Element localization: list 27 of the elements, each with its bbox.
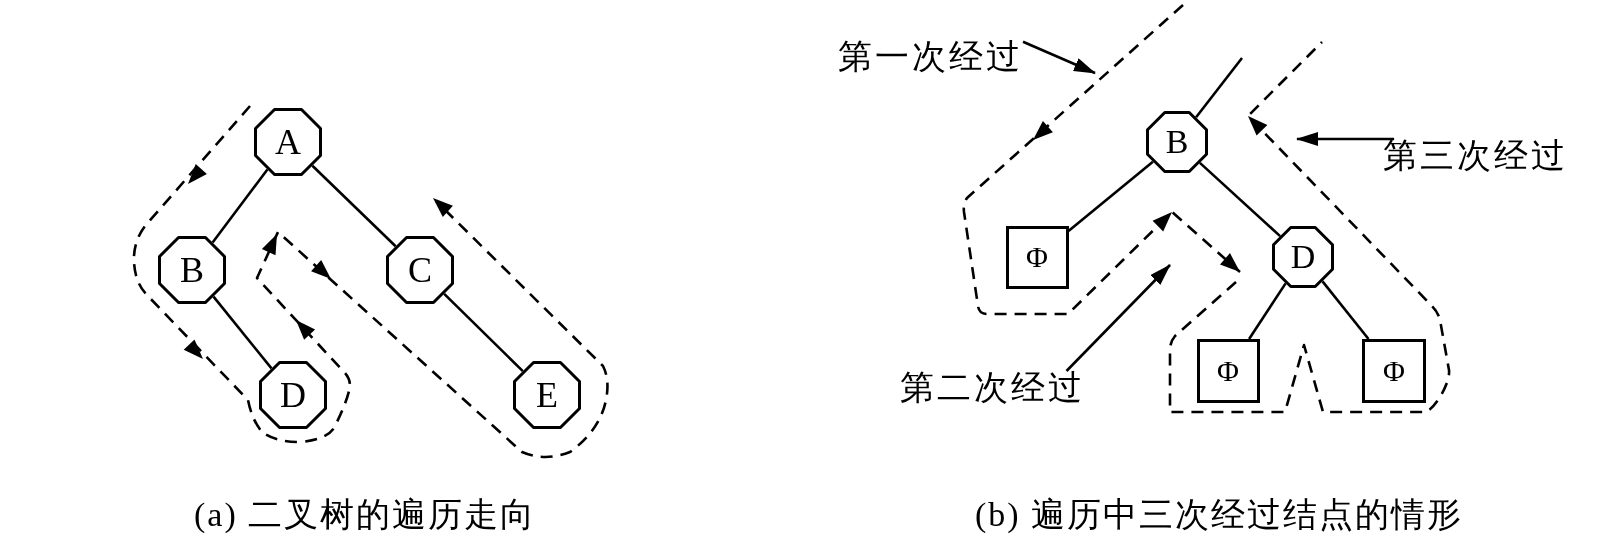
tree-node: D	[259, 361, 327, 429]
tree-node: D	[1272, 226, 1334, 288]
callout-label: 第一次经过	[838, 40, 1023, 74]
tree-node: C	[386, 236, 454, 304]
tree-edge	[1195, 57, 1244, 119]
leader-arrow	[1296, 132, 1395, 146]
leader-arrow	[1022, 40, 1096, 75]
tree-node: A	[254, 108, 322, 176]
tree-edge	[1321, 280, 1370, 340]
tree-edge	[1067, 160, 1154, 233]
callout-label: 第三次经过	[1383, 139, 1568, 173]
tree-edge	[1199, 161, 1281, 238]
tree-edge	[443, 292, 524, 373]
tree-edge	[212, 295, 273, 370]
caption: (a) 二叉树的遍历走向	[194, 498, 537, 532]
tree-node: E	[513, 361, 581, 429]
tree-edge	[1248, 282, 1287, 340]
leader-arrow	[1065, 264, 1171, 372]
tree-edge	[311, 164, 397, 248]
caption: (b) 遍历中三次经过结点的情形	[975, 498, 1464, 532]
empty-leaf-box: Φ	[1362, 339, 1426, 403]
empty-leaf-box: Φ	[1196, 339, 1260, 403]
callout-label: 第二次经过	[900, 371, 1085, 405]
empty-leaf-box: Φ	[1005, 225, 1069, 289]
tree-node: B	[158, 236, 226, 304]
tree-node: B	[1146, 111, 1208, 173]
tree-edge	[211, 168, 269, 244]
